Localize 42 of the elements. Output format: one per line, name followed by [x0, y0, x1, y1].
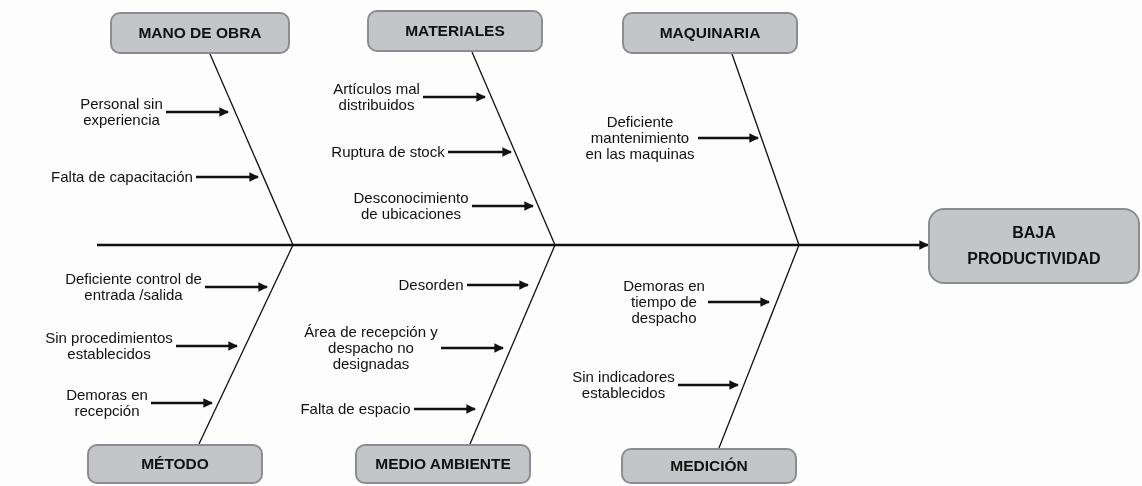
fishbone-line	[209, 53, 294, 246]
fishbone-line	[471, 51, 556, 246]
fishbone-line	[198, 244, 294, 445]
category-box: MATERIALES	[367, 10, 543, 52]
arrow	[448, 147, 512, 157]
arrow	[176, 341, 238, 351]
fishbone-line	[469, 244, 556, 445]
cause-label: Sin indicadores establecidos	[571, 369, 676, 401]
cause-label: Deficiente control de entrada /salida	[64, 271, 203, 303]
arrow	[196, 172, 259, 182]
cause-label: Sin procedimientos establecidos	[44, 330, 174, 362]
fishbone-line	[731, 53, 800, 246]
cause-label: Falta de capacitación	[50, 169, 194, 185]
fishbone-line	[718, 244, 800, 449]
category-box: MÉTODO	[87, 444, 263, 484]
category-box: MAQUINARIA	[622, 12, 798, 54]
category-box: MEDICIÓN	[621, 448, 797, 484]
arrow	[708, 297, 770, 307]
effect-box: BAJA PRODUCTIVIDAD	[928, 208, 1140, 284]
cause-label: Artículos mal distribuidos	[332, 81, 421, 113]
arrow	[467, 280, 529, 290]
cause-label: Desconocimiento de ubicaciones	[352, 190, 470, 222]
arrow	[414, 404, 476, 414]
cause-label: Desorden	[397, 277, 465, 293]
cause-label: Demoras en tiempo de despacho	[622, 278, 706, 326]
arrow	[151, 398, 213, 408]
category-box: MEDIO AMBIENTE	[355, 444, 531, 484]
cause-label: Deficiente mantenimiento en las maquinas	[584, 114, 696, 162]
category-box: MANO DE OBRA	[110, 12, 290, 54]
arrow	[698, 133, 759, 143]
cause-label: Ruptura de stock	[330, 144, 446, 160]
cause-label: Falta de espacio	[299, 401, 412, 417]
cause-label: Área de recepción y despacho no designadas	[303, 324, 439, 372]
arrow	[441, 343, 504, 353]
arrow	[205, 282, 268, 292]
arrow	[472, 201, 534, 211]
arrow	[166, 107, 229, 117]
cause-label: Personal sin experiencia	[79, 96, 164, 128]
arrow	[97, 240, 929, 250]
cause-label: Demoras en recepción	[65, 387, 149, 419]
arrow	[678, 380, 739, 390]
arrow	[423, 92, 486, 102]
